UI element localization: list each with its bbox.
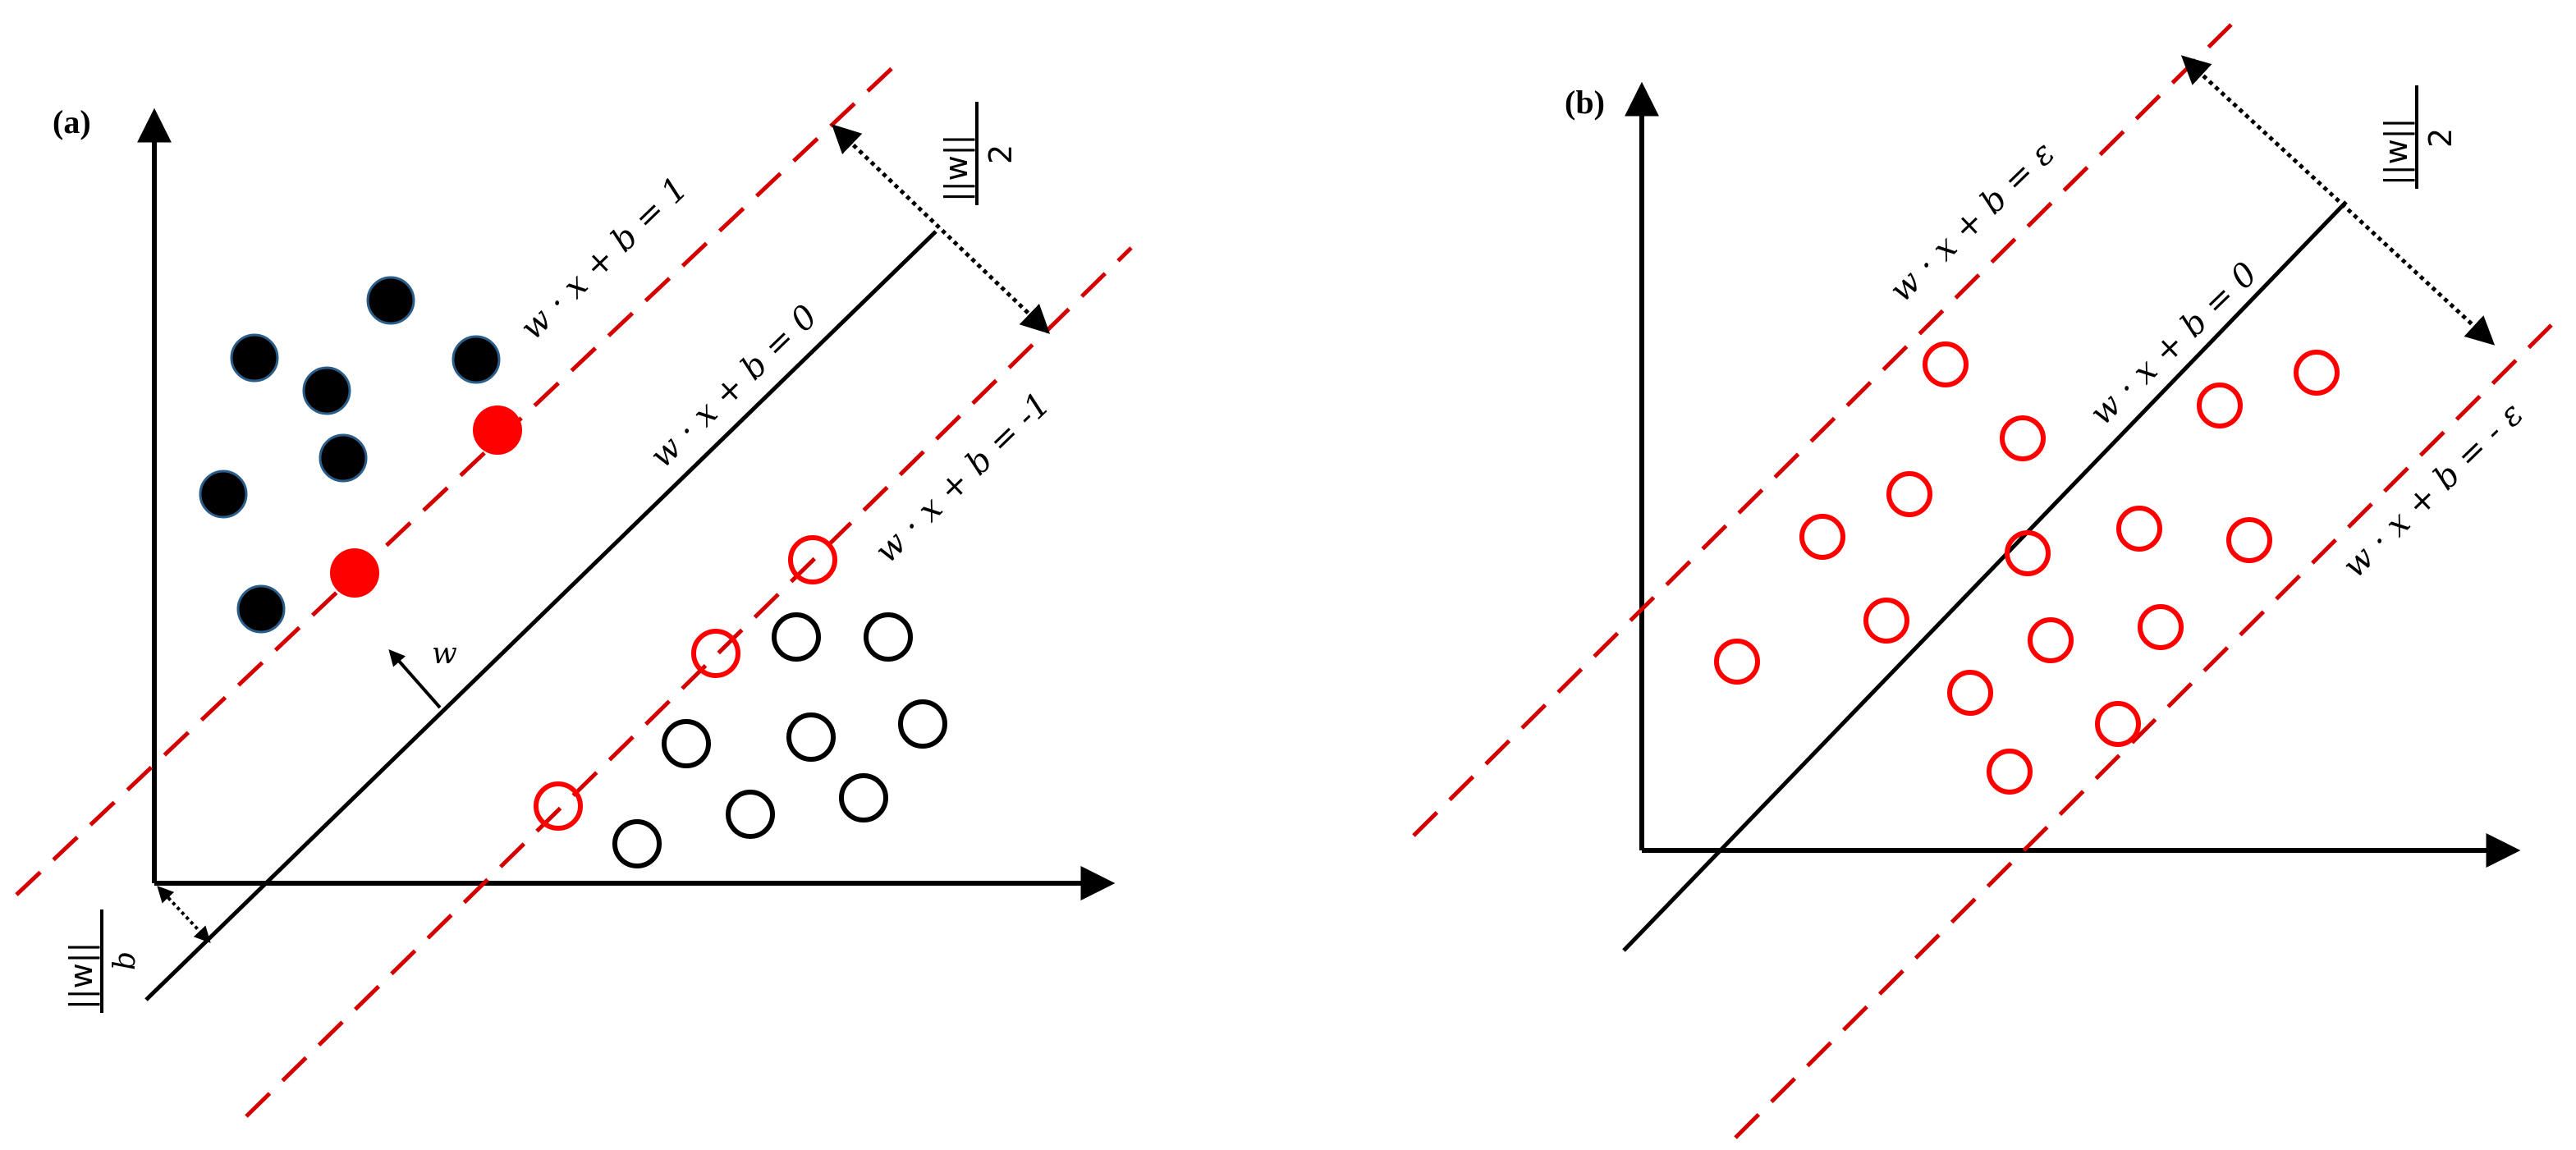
panel-a-neg-support-vector (534, 781, 583, 831)
panel-a-offset-arrow (157, 886, 211, 943)
panel-b-regression-line (1622, 200, 2348, 952)
panel-a-pos-support-vector (473, 405, 522, 455)
panel-b-eq-boundary: w · x + b = 0 (2083, 255, 2265, 433)
panel-b-data-point (1923, 341, 1969, 387)
panel-b-data-point (2138, 604, 2184, 650)
panel-b-data-point (2005, 530, 2051, 576)
panel-a-pos-point (451, 335, 501, 384)
panel-a-margin-frac-den: ||w|| (938, 135, 975, 202)
panel-a-neg-point (898, 699, 947, 749)
panel-a-neg-point (726, 790, 775, 839)
panel-b-lower-epsilon-line (1734, 323, 2553, 1139)
panel-b-data-point (1886, 471, 1932, 517)
panel-a-pos-point (302, 366, 351, 415)
panel-a-neg-point (839, 773, 888, 822)
panel-a-neg-point (612, 819, 662, 868)
panel-a-neg-point (786, 712, 836, 762)
panel-a-pos-support-vector (330, 548, 379, 598)
panel-a-pos-point (230, 333, 279, 383)
panel-b-data-point (2000, 415, 2046, 461)
panel-a-neg-point (864, 612, 913, 662)
panel-b-data-point (1947, 670, 1993, 716)
panel-b-data-point (2197, 383, 2243, 428)
panel-a-pos-point (366, 276, 415, 325)
panel-b-data-point (2226, 517, 2272, 563)
panel-a-normal-vector (388, 649, 442, 709)
panel-a-neg-support-vector (691, 629, 740, 678)
panel-b: (b) w · x + b = ε w · x + b = 0 w · x + … (1412, 23, 2553, 1139)
panel-a-eq-lower: w · x + b = -1 (868, 385, 1058, 570)
panel-b-data-point (1987, 749, 2033, 795)
panel-b-margin-frac-den: ||w|| (2378, 118, 2415, 186)
panel-a-neg-point (772, 612, 821, 662)
panel-a-offset-frac-den: ||w|| (63, 942, 100, 1010)
panel-b-data-point (2294, 350, 2340, 396)
panel-a-decision-boundary (144, 230, 937, 1001)
panel-a-neg-support-vector (788, 535, 837, 584)
panel-a-eq-upper: w · x + b = 1 (513, 170, 695, 347)
panel-b-data-point (1799, 514, 1845, 560)
panel-b-margin-frac-num: 2 (2422, 128, 2459, 148)
panel-b-data-point (1863, 598, 1909, 644)
panel-b-upper-epsilon-line (1412, 23, 2233, 837)
panel-a: (a) w w · x + b = 1 w · x + b = 0 w · x … (15, 62, 1133, 1118)
panel-b-data-point (2116, 506, 2162, 552)
panel-a-label: (a) (53, 103, 91, 140)
panel-a-pos-point (319, 433, 368, 483)
panel-a-pos-point (236, 584, 286, 634)
panel-a-margin-frac-num: 2 (983, 144, 1019, 164)
panel-a-pos-point (199, 470, 248, 519)
panel-b-margin-arrow (2180, 55, 2496, 346)
panel-b-data-point (2028, 617, 2074, 663)
panel-a-lower-margin-line (245, 246, 1133, 1118)
panel-a-neg-point (662, 719, 711, 768)
panel-b-data-point (2095, 701, 2141, 747)
panel-a-normal-label: w (432, 637, 457, 671)
panel-a-offset-frac-num: b (108, 951, 142, 970)
panel-b-data-point (1714, 639, 1760, 685)
panel-a-upper-margin-line (15, 62, 898, 896)
panel-a-eq-boundary: w · x + b = 0 (643, 298, 825, 475)
panel-b-label: (b) (1565, 84, 1605, 121)
panel-b-eq-lower: w · x + b = - ε (2335, 395, 2531, 585)
